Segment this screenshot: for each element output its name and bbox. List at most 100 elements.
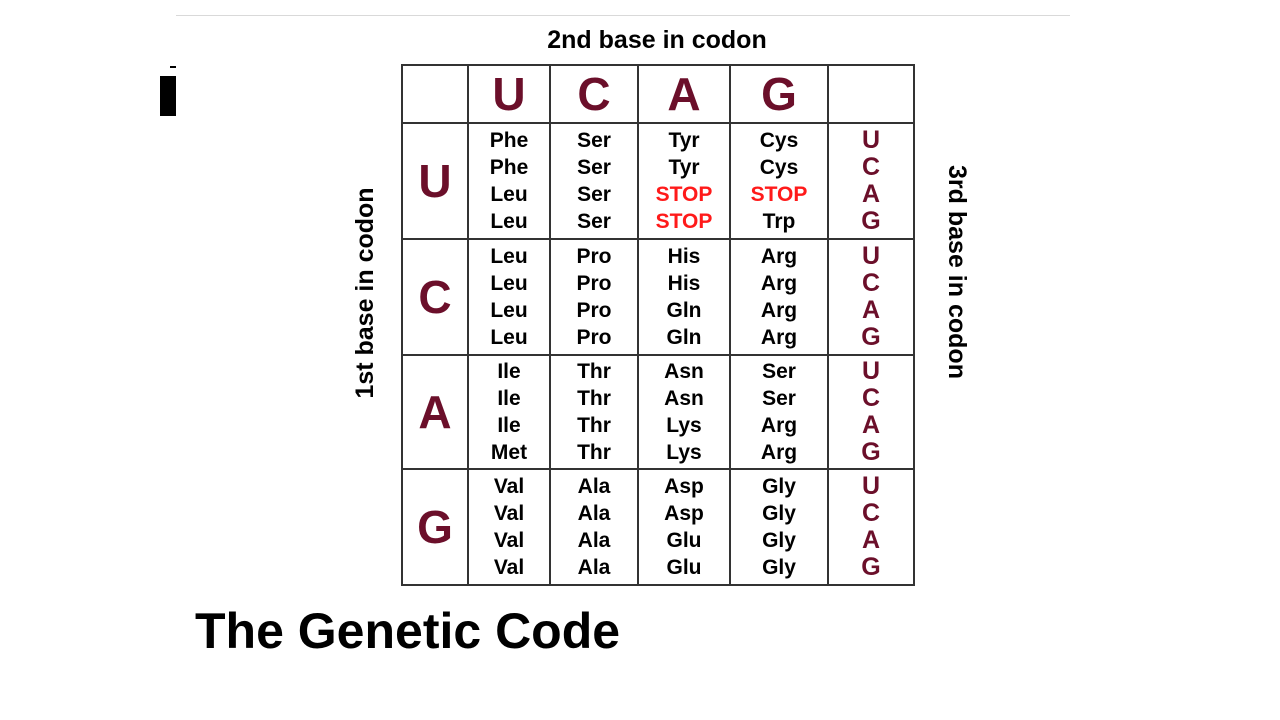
third-base-letter: C (861, 153, 881, 181)
amino-acid-label: Ala (577, 475, 611, 498)
amino-acid-label: Pro (576, 272, 612, 295)
first-base-letter: G (417, 501, 453, 553)
amino-acid-label: Gln (666, 299, 702, 322)
top-divider (176, 15, 1070, 16)
amino-acid-label: Arg (760, 245, 798, 268)
amino-acid-label: Leu (490, 245, 528, 268)
third-base-letter: G (861, 207, 881, 235)
third-base-letter: U (861, 126, 881, 154)
first-base-cell: U (401, 122, 469, 240)
amino-acid-label: Thr (577, 360, 611, 383)
corner-cell (401, 64, 469, 124)
second-base-header-u: U (467, 64, 551, 124)
third-base-letter: C (861, 384, 881, 412)
amino-acid-label: Glu (666, 556, 702, 579)
first-base-letter: A (418, 386, 452, 438)
second-base-label: 2nd base in codon (547, 26, 767, 54)
stop-codon-label: STOP (655, 210, 713, 233)
amino-acid-label: Arg (760, 326, 798, 349)
left-edge-marker (160, 76, 176, 116)
amino-acid-label: Gly (762, 529, 796, 552)
amino-acid-label: Arg (760, 299, 798, 322)
amino-acid-label: Phe (489, 129, 529, 152)
amino-acid-label: Ser (762, 360, 796, 383)
third-base-letter: U (861, 472, 881, 500)
third-base-letter: A (861, 296, 881, 324)
amino-acid-label: Ile (497, 414, 521, 437)
third-base-letter: G (861, 323, 881, 351)
third-base-letter: C (861, 269, 881, 297)
stop-codon-label: STOP (750, 183, 808, 206)
second-base-letter: A (667, 68, 701, 120)
second-base-letter: C (577, 68, 611, 120)
amino-acid-label: Ser (577, 129, 611, 152)
third-base-letter: U (861, 357, 881, 385)
stop-codon-label: STOP (655, 183, 713, 206)
amino-acid-label: Ser (577, 156, 611, 179)
second-base-letter: G (761, 68, 797, 120)
amino-acid-label: Glu (666, 529, 702, 552)
amino-acid-label: Tyr (668, 156, 700, 179)
left-edge-tick (170, 66, 176, 68)
amino-acid-label: Pro (576, 245, 612, 268)
third-base-letter: A (861, 180, 881, 208)
first-base-cell: A (401, 354, 469, 470)
amino-acid-label: Trp (762, 210, 796, 233)
amino-acid-label: Gln (666, 326, 702, 349)
third-base-header-cell (827, 64, 915, 124)
amino-acid-label: Pro (576, 299, 612, 322)
amino-acid-label: Val (493, 556, 525, 579)
first-base-letter: C (418, 271, 452, 323)
third-base-letter: G (861, 553, 881, 581)
amino-acid-label: Met (490, 441, 528, 464)
header-row: U C A G (401, 64, 915, 124)
amino-acid-label: Ser (577, 210, 611, 233)
first-base-label: 1st base in codon (351, 187, 379, 399)
amino-acid-label: Cys (759, 129, 799, 152)
amino-acid-label: Val (493, 502, 525, 525)
amino-acid-label: Lys (666, 441, 702, 464)
amino-acid-label: Thr (577, 387, 611, 410)
third-base-letter: A (861, 526, 881, 554)
amino-acid-label: Leu (490, 272, 528, 295)
amino-acid-label: Cys (759, 156, 799, 179)
page-title: The Genetic Code (195, 603, 621, 659)
amino-acid-label: Gly (762, 502, 796, 525)
third-base-letter: A (861, 411, 881, 439)
second-base-letter: U (492, 68, 526, 120)
amino-acid-label: Arg (760, 441, 798, 464)
amino-acid-label: Leu (490, 183, 528, 206)
amino-acid-label: Leu (490, 299, 528, 322)
second-base-header-g: G (729, 64, 829, 124)
amino-acid-label: Arg (760, 272, 798, 295)
amino-acid-label: Gly (762, 556, 796, 579)
amino-acid-label: Asp (664, 475, 704, 498)
second-base-header-a: A (637, 64, 731, 124)
amino-acid-label: Tyr (668, 129, 700, 152)
amino-acid-label: Ser (762, 387, 796, 410)
amino-acid-label: His (667, 245, 701, 268)
amino-acid-label: Asn (664, 360, 704, 383)
amino-acid-label: Asn (664, 387, 704, 410)
amino-acid-label: Gly (762, 475, 796, 498)
first-base-cell: C (401, 238, 469, 356)
amino-acid-label: Val (493, 529, 525, 552)
amino-acid-label: Ser (577, 183, 611, 206)
